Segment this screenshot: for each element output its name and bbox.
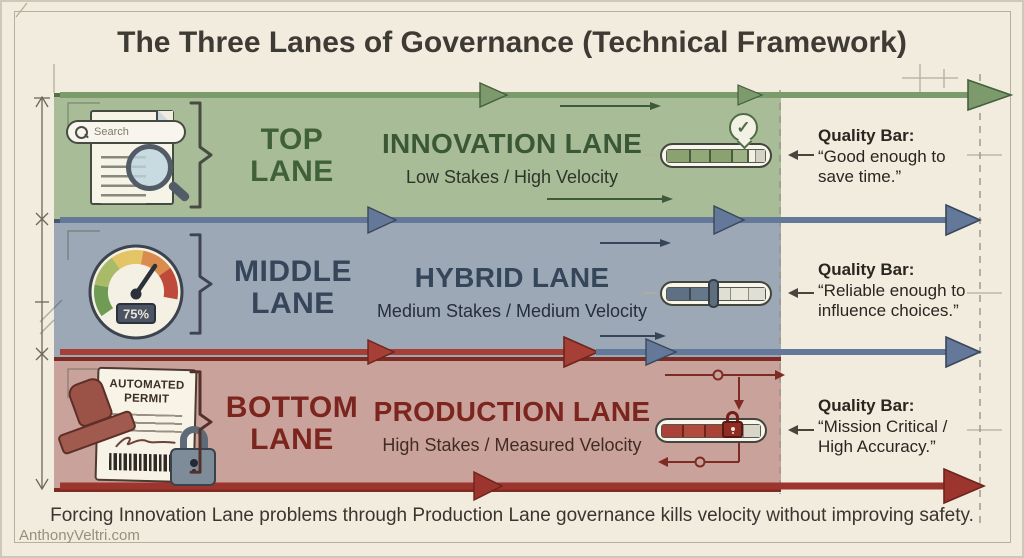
permit-title-line2: PERMIT xyxy=(123,392,170,406)
quality-bar-quote: “Good enough to save time.” xyxy=(818,146,946,187)
check-icon: ✓ xyxy=(736,117,751,137)
lane-name: PRODUCTION LANE xyxy=(373,396,651,427)
quality-bar-quote: “Mission Critical / High Accuracy.” xyxy=(818,416,948,457)
lane-title-innovation: INNOVATION LANE Low Stakes / High Veloci… xyxy=(362,128,662,188)
brace-middle-lane xyxy=(189,233,213,335)
lane-name: HYBRID LANE xyxy=(414,262,610,293)
lane-position-top: TOP LANE xyxy=(250,123,334,189)
annotation-production: Quality Bar: “Mission Critical / High Ac… xyxy=(818,396,974,458)
watermark: AnthonyVeltri.com xyxy=(19,527,140,544)
lane-position-bottom: BOTTOM LANE xyxy=(225,391,359,457)
search-document-icon: Search xyxy=(66,104,198,208)
quality-bar-label: Quality Bar: xyxy=(818,396,915,415)
lane-position-middle: MIDDLE LANE xyxy=(234,255,352,321)
quality-bar-label: Quality Bar: xyxy=(818,126,915,145)
search-icon xyxy=(75,125,88,139)
brace-top-lane xyxy=(189,101,213,209)
slider-handle xyxy=(708,278,720,308)
gauge-icon: 75% xyxy=(88,244,184,340)
gauge-value: 75% xyxy=(123,307,149,322)
lane-name: INNOVATION LANE xyxy=(381,128,643,159)
lane-subtitle: Medium Stakes / Medium Velocity xyxy=(376,301,648,321)
automated-permit-icon: AUTOMATED PERMIT xyxy=(56,366,216,490)
lane-title-hybrid: HYBRID LANE Medium Stakes / Medium Veloc… xyxy=(354,262,670,322)
lane-title-production: PRODUCTION LANE High Stakes / Measured V… xyxy=(352,396,672,456)
padlock-icon xyxy=(170,426,218,486)
quality-bar-quote: “Reliable enough to influence choices.” xyxy=(818,280,966,321)
quality-bar-label: Quality Bar: xyxy=(818,260,915,279)
dimension-line-left xyxy=(34,95,50,491)
permit-document: AUTOMATED PERMIT xyxy=(94,366,198,484)
lane-subtitle: High Stakes / Measured Velocity xyxy=(382,435,642,455)
check-balloon-marker: ✓ xyxy=(729,113,758,142)
page-title: The Three Lanes of Governance (Technical… xyxy=(117,26,907,59)
annotation-pointer-arrows xyxy=(788,150,814,435)
search-placeholder: Search xyxy=(94,126,129,138)
lane-subtitle: Low Stakes / High Velocity xyxy=(405,167,619,187)
footer-caption: Forcing Innovation Lane problems through… xyxy=(50,505,974,526)
search-box: Search xyxy=(66,120,186,144)
annotation-innovation: Quality Bar: “Good enough to save time.” xyxy=(818,126,974,188)
lock-marker-icon xyxy=(721,410,745,438)
annotation-hybrid: Quality Bar: “Reliable enough to influen… xyxy=(818,260,974,322)
quality-bar-innovation xyxy=(660,143,772,168)
brace-bottom-lane xyxy=(189,370,213,474)
signature-icon xyxy=(115,436,176,447)
quality-bar-production xyxy=(655,410,767,443)
magnifier-icon xyxy=(126,144,196,214)
permit-title-line1: AUTOMATED xyxy=(109,378,185,392)
quality-bar-hybrid xyxy=(660,278,772,308)
